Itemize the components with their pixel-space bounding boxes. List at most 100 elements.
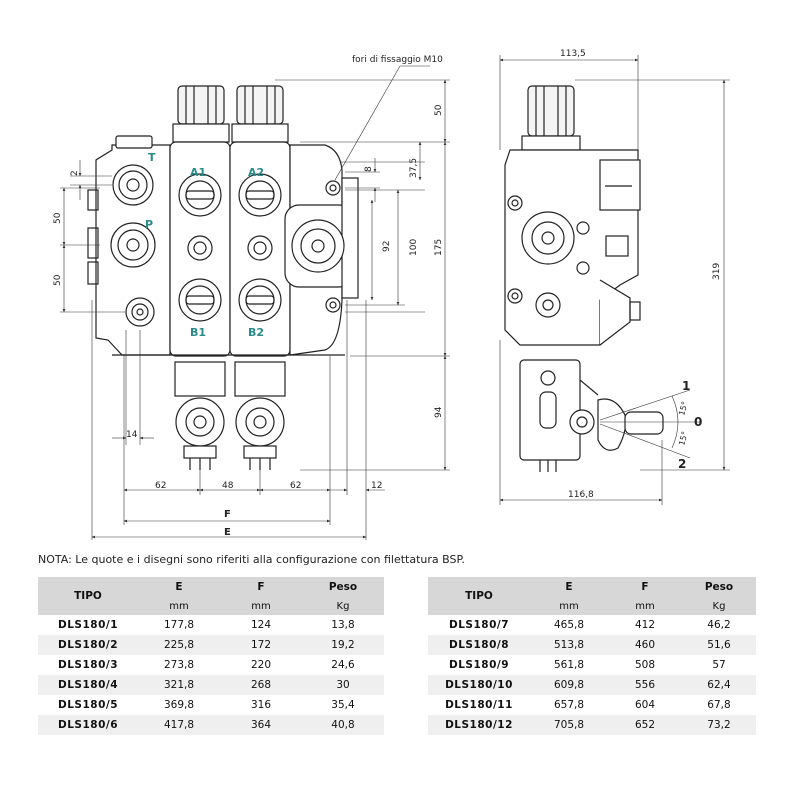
cell-tipo: DLS180/10 — [428, 675, 530, 695]
cell-tipo: DLS180/6 — [38, 715, 138, 735]
dim-50-left-b: 50 — [53, 274, 63, 286]
cell-e: 513,8 — [530, 635, 608, 655]
cell-f: 268 — [220, 675, 302, 695]
cell-tipo: DLS180/2 — [38, 635, 138, 655]
cell-tipo: DLS180/7 — [448, 619, 510, 631]
cell-e: 177,8 — [163, 619, 195, 631]
dim-319: 319 — [712, 263, 722, 280]
cell-tipo: DLS180/4 — [38, 675, 138, 695]
port-b1 — [178, 278, 222, 322]
label-a2: A2 — [248, 166, 264, 179]
port-a2 — [238, 173, 282, 217]
dim-100: 100 — [409, 239, 419, 256]
cell-peso: 57 — [712, 659, 726, 671]
lever-pos-1: 1 — [682, 379, 690, 393]
cell-tipo: DLS180/8 — [428, 635, 530, 655]
label-p: P — [145, 218, 153, 231]
cell-peso: 46,2 — [707, 619, 731, 631]
cell-peso: 62,4 — [682, 675, 756, 695]
cell-f: 316 — [250, 699, 272, 711]
port-t — [112, 164, 154, 206]
label-b1: B1 — [190, 326, 206, 339]
table-row: DLS180/7 465,8 412 46,2 — [428, 615, 756, 635]
header-f: F — [608, 577, 682, 597]
cell-peso: 30 — [302, 675, 384, 695]
cell-e: 273,8 — [163, 659, 195, 671]
angle-label-2: 15° — [677, 430, 689, 446]
unit-e: mm — [530, 597, 608, 615]
port-a1 — [178, 173, 222, 217]
cell-tipo: DLS180/1 — [57, 619, 119, 631]
cell-e: 609,8 — [530, 675, 608, 695]
cell-tipo: DLS180/12 — [428, 715, 530, 735]
cell-e: 465,8 — [553, 619, 585, 631]
cell-peso: 13,8 — [331, 619, 355, 631]
header-tipo: TIPO — [38, 577, 138, 615]
label-t: T — [148, 151, 156, 164]
label-b2: B2 — [248, 326, 264, 339]
cell-peso: 73,2 — [682, 715, 756, 735]
cell-e: 225,8 — [138, 635, 220, 655]
cell-e: 561,8 — [553, 659, 585, 671]
dim-37-5: 37,5 — [409, 158, 419, 178]
cell-f: 556 — [608, 675, 682, 695]
dim-50-top: 50 — [434, 104, 444, 116]
bottom-housing-right — [234, 361, 286, 470]
cell-e: 321,8 — [138, 675, 220, 695]
dim-12: 12 — [371, 481, 382, 491]
dim-e: E — [224, 527, 231, 538]
header-tipo: TIPO — [428, 577, 530, 615]
cell-peso: 35,4 — [331, 699, 355, 711]
side-dimensions — [499, 55, 730, 505]
cell-f: 412 — [634, 619, 656, 631]
dim-113-5: 113,5 — [560, 49, 586, 59]
fixing-hole-top — [325, 180, 341, 196]
unit-f: mm — [220, 597, 302, 615]
unit-peso: Kg — [682, 597, 756, 615]
dim-62-a: 62 — [155, 481, 166, 491]
callout-fixing-holes: fori di fissaggio M10 — [352, 55, 443, 65]
front-dimensions — [60, 65, 450, 540]
port-b2 — [238, 278, 282, 322]
dim-48: 48 — [222, 481, 234, 491]
cell-tipo: DLS180/9 — [448, 659, 510, 671]
cell-tipo: DLS180/5 — [57, 699, 119, 711]
top-cap-left — [172, 85, 230, 143]
dim-62-b: 62 — [290, 481, 301, 491]
front-dimension-labels: fori di fissaggio M10 50 37,5 8 175 92 1… — [53, 55, 444, 538]
cell-peso: 40,8 — [302, 715, 384, 735]
dim-50-left-a: 50 — [53, 212, 63, 224]
cell-peso: 24,6 — [331, 659, 355, 671]
lever-pos-0: 0 — [694, 415, 702, 429]
cell-tipo: DLS180/11 — [445, 699, 513, 711]
unit-peso: Kg — [302, 597, 384, 615]
cell-e: 417,8 — [138, 715, 220, 735]
cell-f: 172 — [220, 635, 302, 655]
unit-e: mm — [138, 597, 220, 615]
header-e: E — [138, 577, 220, 597]
cell-f: 604 — [634, 699, 656, 711]
header-peso: Peso — [302, 577, 384, 597]
relief-valve — [125, 297, 155, 327]
cell-f: 364 — [220, 715, 302, 735]
note-text: NOTA: Le quote e i disegni sono riferiti… — [38, 553, 465, 566]
side-dimension-labels: 113,5 319 116,8 1 0 2 15° 15° — [560, 49, 722, 500]
header-f: F — [220, 577, 302, 597]
bottom-housing-left — [174, 361, 226, 470]
unit-f: mm — [608, 597, 682, 615]
fixing-hole-bottom — [325, 297, 341, 313]
cell-e: 705,8 — [530, 715, 608, 735]
dim-8: 8 — [364, 166, 374, 172]
cell-tipo: DLS180/3 — [57, 659, 119, 671]
header-peso: Peso — [682, 577, 756, 597]
dim-2: 2 — [70, 170, 80, 176]
